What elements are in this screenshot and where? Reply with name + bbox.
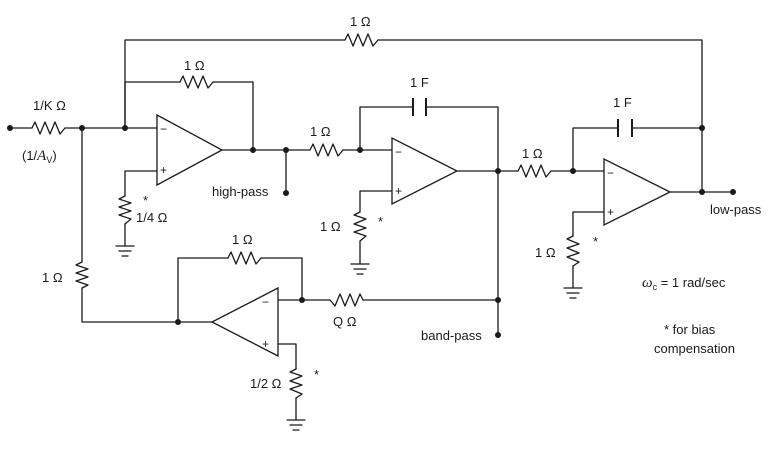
- ground-icon: [286, 419, 306, 431]
- band-pass-output-label: band-pass: [421, 328, 482, 343]
- resistor-input: [31, 121, 66, 135]
- cutoff-frequency-note: ωc = 1 rad/sec: [642, 275, 726, 292]
- q-bias-resistor-label: 1/2 Ω: [250, 376, 282, 391]
- ground-icon: [563, 287, 583, 299]
- bias-asterisk: *: [378, 214, 383, 229]
- resistors: [31, 33, 580, 399]
- ground-icon: [115, 245, 135, 257]
- gain-note-label: (1/AV): [22, 148, 57, 165]
- op-amp-lowpass: − +: [603, 157, 672, 227]
- capacitor-bp: [412, 98, 427, 116]
- bias-note-line1: * for bias: [664, 322, 716, 337]
- op-amp-highpass: − +: [156, 113, 224, 187]
- bias-asterisk: *: [593, 234, 598, 249]
- op-amp-q: − +: [210, 286, 279, 358]
- plus-sign: +: [607, 205, 614, 219]
- plus-sign: +: [262, 337, 269, 351]
- ground-icon: [350, 263, 370, 275]
- op-amp-bandpass: − +: [391, 136, 459, 206]
- bp-bias-resistor-label: 1 Ω: [320, 219, 341, 234]
- bp-to-lp-resistor-label: 1 Ω: [522, 146, 543, 161]
- minus-sign: −: [262, 295, 269, 309]
- capacitor-lp: [617, 119, 633, 137]
- hp-bias-resistor-label: 1/4 Ω: [136, 210, 168, 225]
- top-feedback-resistor-label: 1 Ω: [350, 14, 371, 29]
- lp-capacitor-label: 1 F: [613, 95, 632, 110]
- resistor-hp-bias: [118, 195, 132, 225]
- resistor-hp-to-bp: [309, 143, 344, 157]
- bias-note-line2: compensation: [654, 341, 735, 356]
- lp-bias-resistor-label: 1 Ω: [535, 245, 556, 260]
- resistor-hp-feedback: [179, 75, 214, 89]
- high-pass-output-label: high-pass: [212, 184, 269, 199]
- plus-sign: +: [395, 184, 402, 198]
- resistor-bp-to-lp: [517, 164, 552, 178]
- hp-feedback-resistor-label: 1 Ω: [184, 58, 205, 73]
- q-feedback-resistor-label: 1 Ω: [232, 232, 253, 247]
- resistor-left-vertical: [75, 261, 89, 289]
- q-resistor-label: Q Ω: [333, 314, 357, 329]
- resistor-top-feedback: [344, 33, 379, 47]
- resistor-q: [329, 293, 364, 307]
- low-pass-output-label: low-pass: [710, 202, 762, 217]
- bias-asterisk: *: [143, 193, 148, 208]
- ground-symbols: [115, 245, 583, 431]
- resistor-q-feedback: [227, 251, 262, 265]
- bias-asterisk: *: [314, 367, 319, 382]
- junction-dots: [7, 125, 736, 338]
- minus-sign: −: [395, 145, 402, 159]
- hp-to-bp-resistor-label: 1 Ω: [310, 124, 331, 139]
- minus-sign: −: [607, 166, 614, 180]
- plus-sign: +: [160, 163, 167, 177]
- resistor-bp-bias: [353, 211, 367, 242]
- resistor-lp-bias: [566, 235, 580, 267]
- bp-capacitor-label: 1 F: [410, 75, 429, 90]
- left-vertical-resistor-label: 1 Ω: [42, 270, 63, 285]
- input-resistor-label: 1/K Ω: [33, 98, 66, 113]
- minus-sign: −: [160, 122, 167, 136]
- wires: [9, 39, 734, 421]
- resistor-q-bias: [289, 368, 303, 399]
